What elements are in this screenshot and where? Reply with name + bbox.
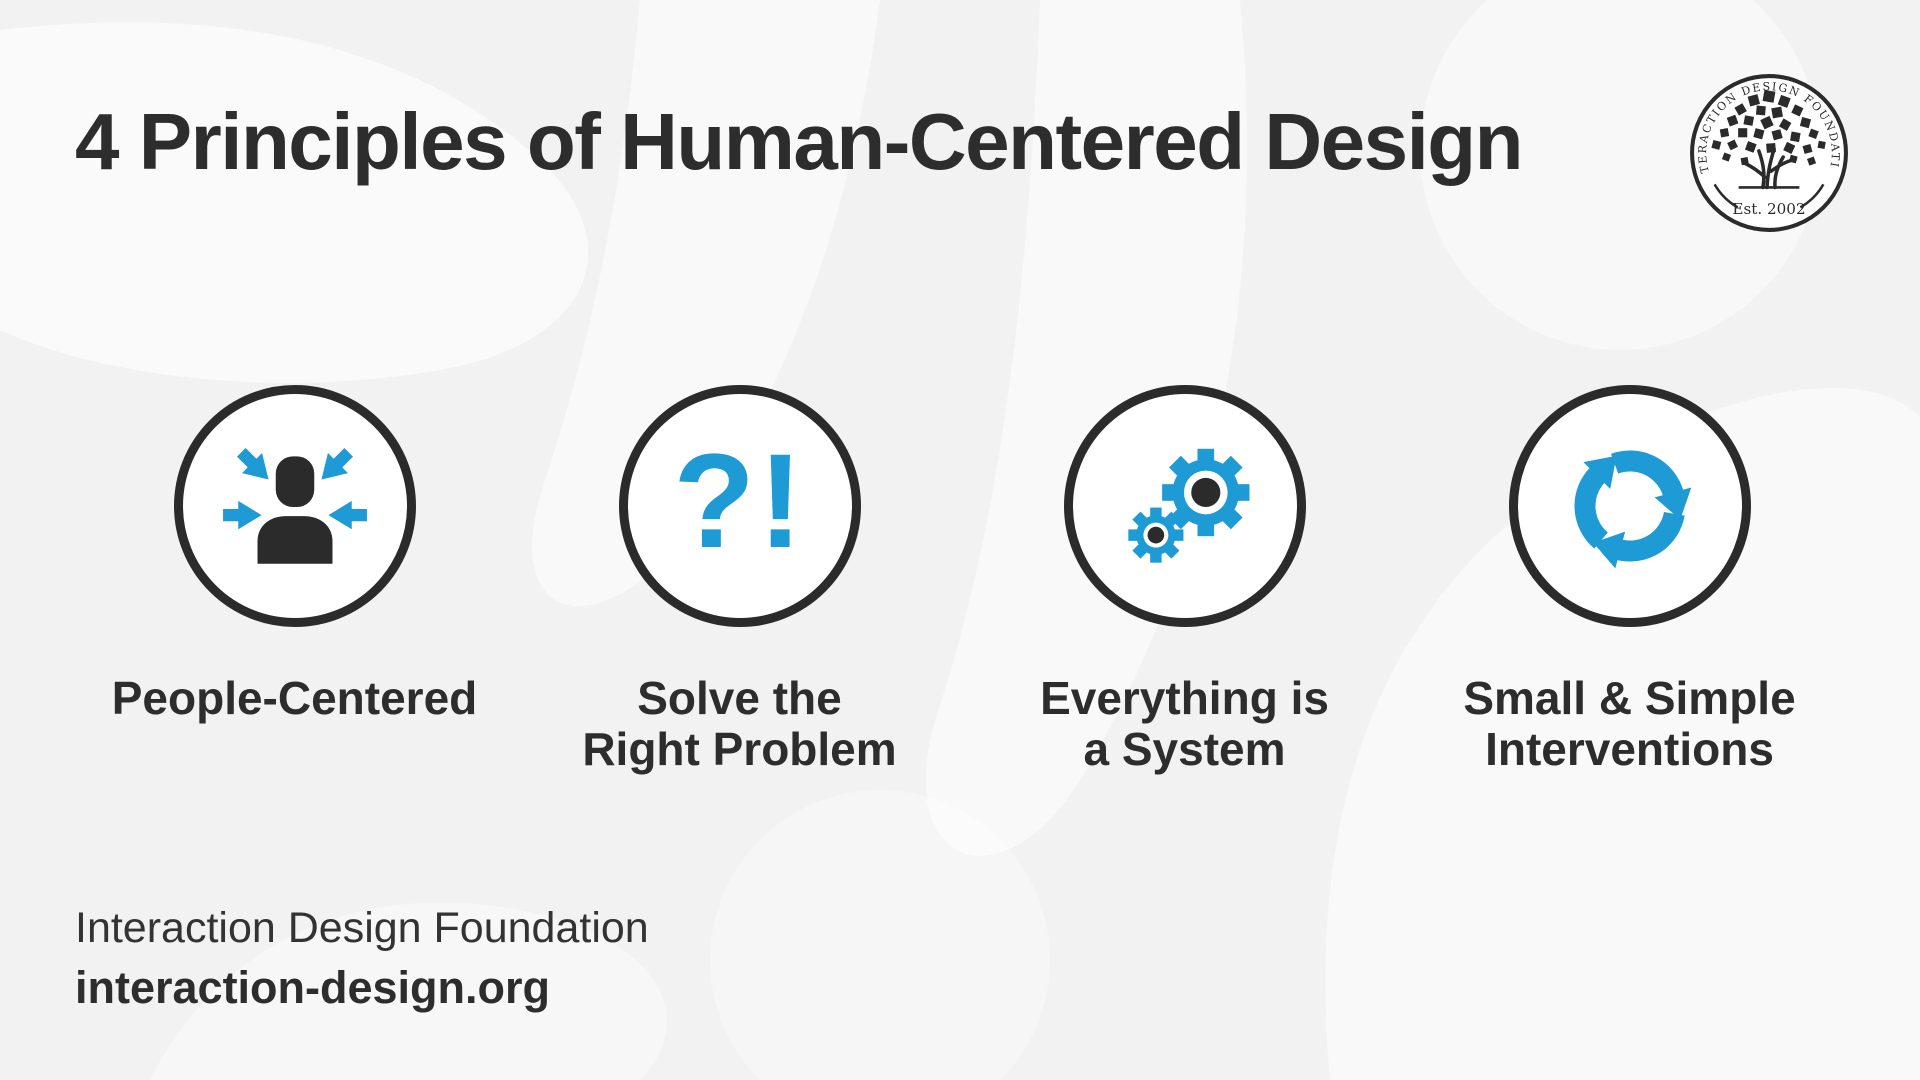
icon-circle xyxy=(173,385,416,627)
cycle-arrows-icon xyxy=(1555,431,1691,581)
small-gear xyxy=(1127,507,1183,563)
footer-org-name: Interaction Design Foundation xyxy=(75,904,649,952)
footer: Interaction Design Foundation interactio… xyxy=(75,903,649,1015)
page-title: 4 Principles of Human-Centered Design xyxy=(75,97,1524,186)
principles-row: People-Centered ?! Solve the Right Probl… xyxy=(72,385,1852,774)
principle-label: People-Centered xyxy=(111,672,478,724)
icon-circle: ?! xyxy=(618,385,861,627)
principle-label: Small & Simple Interventions xyxy=(1463,672,1796,775)
icon-circle xyxy=(1063,385,1306,627)
icon-circle xyxy=(1508,385,1751,627)
principle-solve-right-problem: ?! Solve the Right Problem xyxy=(517,385,962,774)
question-exclamation-icon: ?! xyxy=(673,427,806,576)
people-centered-icon xyxy=(222,447,367,564)
principle-everything-is-a-system: Everything is a System xyxy=(962,385,1407,774)
logo-tree xyxy=(1711,89,1826,190)
principle-label: Solve the Right Problem xyxy=(582,672,897,775)
principle-small-simple-interventions: Small & Simple Interventions xyxy=(1407,385,1852,774)
logo-circle xyxy=(1690,74,1848,232)
gears-icon xyxy=(1127,448,1249,563)
footer-website: interaction-design.org xyxy=(75,961,551,1013)
principle-label: Everything is a System xyxy=(1040,672,1329,775)
logo-established-text: Est. 2002 xyxy=(1732,200,1805,218)
principle-people-centered: People-Centered xyxy=(72,385,517,774)
interaction-design-foundation-logo: INTERACTION DESIGN FOUNDATION Est. 2002 xyxy=(1688,72,1848,232)
